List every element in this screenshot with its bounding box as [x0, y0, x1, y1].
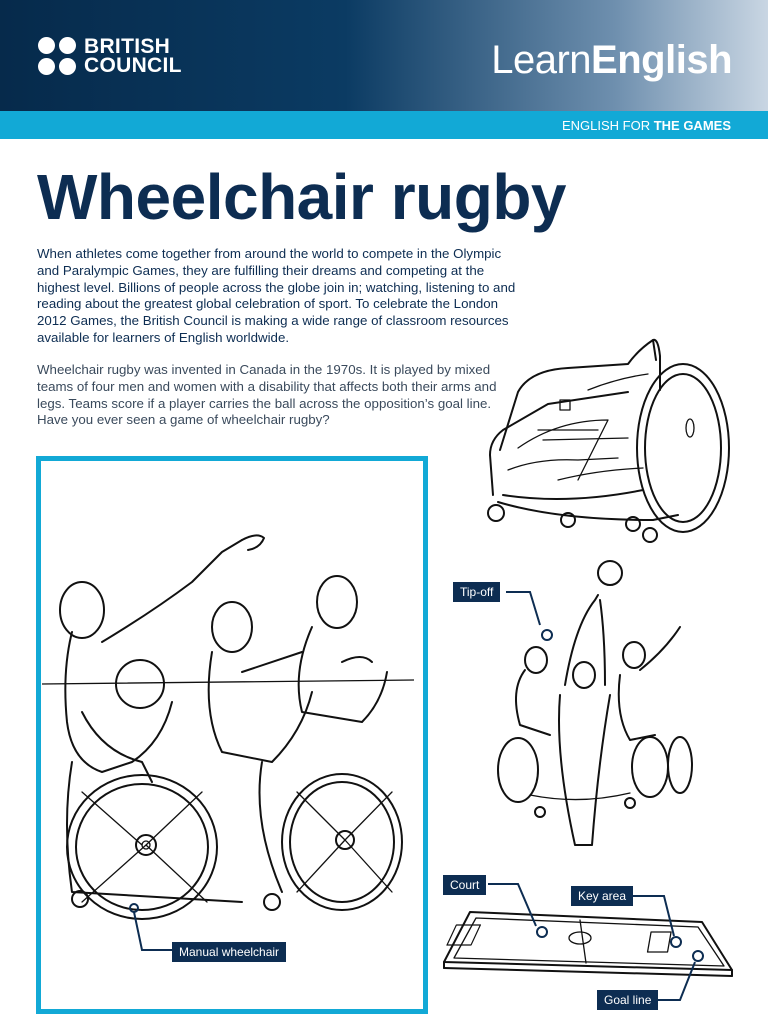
main-illustration-frame [36, 456, 428, 1014]
series-prefix: ENGLISH FOR [561, 118, 654, 133]
british-council-logo-text: BRITISH COUNCIL [84, 35, 182, 77]
learnenglish-logo: LearnEnglish [491, 38, 732, 83]
page-title: Wheelchair rugby [37, 161, 567, 233]
sub-banner: ENGLISH FOR THE GAMES [0, 111, 768, 139]
series-label: ENGLISH FOR THE GAMES [562, 118, 731, 133]
logo-line-1: BRITISH [84, 35, 171, 58]
british-council-logo-icon [38, 37, 78, 77]
header-banner: BRITISH COUNCIL LearnEnglish [0, 0, 768, 111]
logo-line-2: COUNCIL [84, 54, 182, 77]
body-paragraph: Wheelchair rugby was invented in Canada … [37, 362, 497, 428]
players-illustration [42, 534, 414, 951]
label-manual-wheelchair: Manual wheelchair [172, 942, 287, 962]
label-goal-line: Goal line [597, 990, 659, 1010]
learn-suffix: English [591, 38, 732, 82]
label-key-area: Key area [571, 886, 634, 906]
label-court: Court [443, 875, 487, 895]
tip-off-illustration [497, 560, 693, 846]
learn-prefix: Learn [491, 38, 592, 82]
series-strong: THE GAMES [653, 118, 731, 133]
label-tip-off: Tip-off [453, 582, 501, 602]
wheelchair-illustration [487, 338, 730, 543]
intro-paragraph: When athletes come together from around … [37, 246, 516, 345]
court-illustration [443, 883, 733, 1001]
